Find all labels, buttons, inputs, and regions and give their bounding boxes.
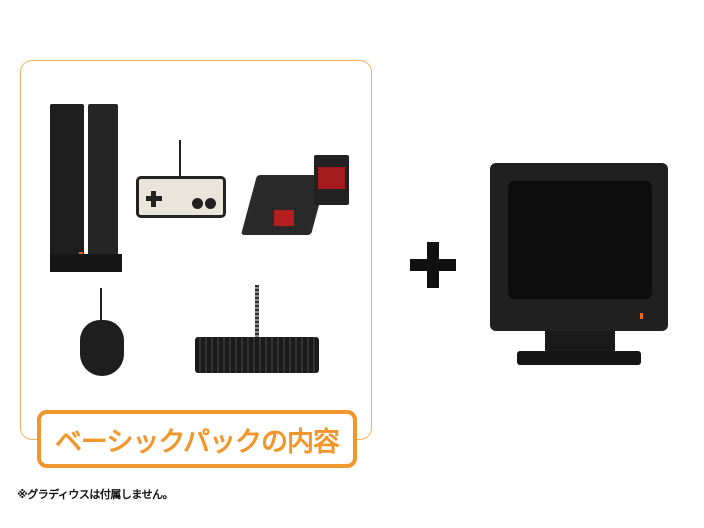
crt-monitor-image xyxy=(490,163,670,368)
section-label-box: ベーシックパックの内容 xyxy=(37,410,357,468)
section-label: ベーシックパックの内容 xyxy=(54,426,340,458)
mouse-image xyxy=(80,288,125,388)
plus-icon-vertical xyxy=(427,242,439,288)
sd-card-image xyxy=(240,155,354,245)
keyboard-image xyxy=(195,285,320,395)
console-image xyxy=(50,104,122,272)
footnote: ※グラディウスは付属しません。 xyxy=(17,488,174,501)
gamepad-image xyxy=(136,140,226,220)
